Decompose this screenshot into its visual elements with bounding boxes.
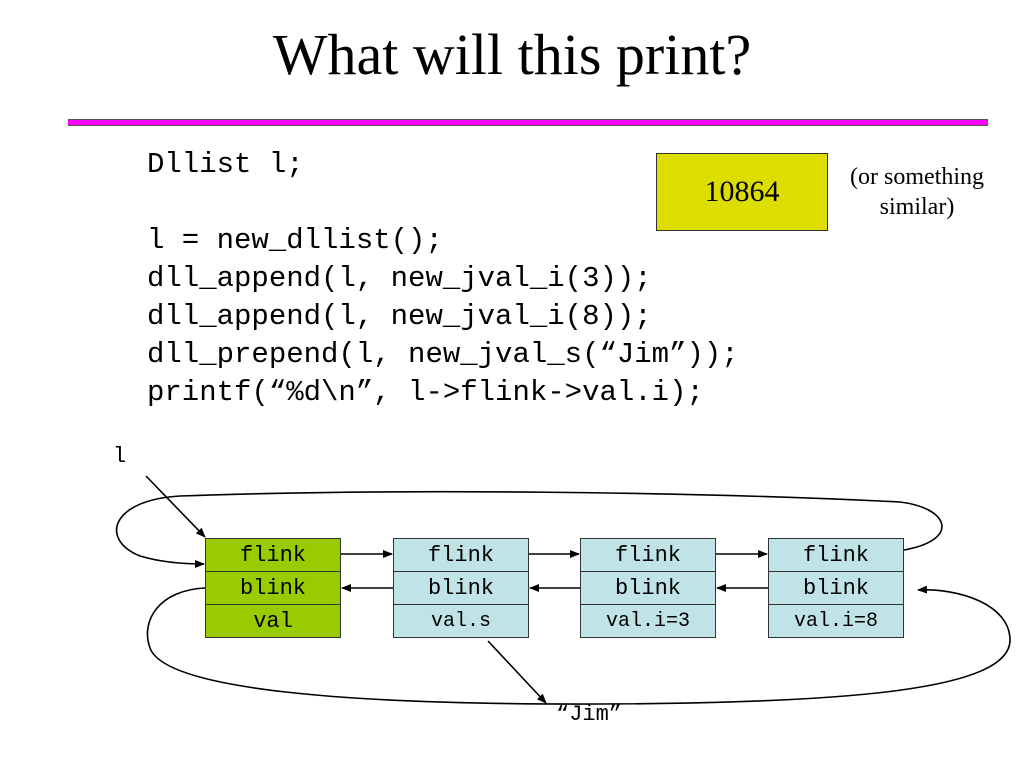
blink-field: blink: [580, 571, 716, 605]
code-line: [147, 184, 739, 222]
string-pointer-arrow: [487, 640, 547, 704]
val-field: val: [205, 604, 341, 638]
string-value-label: “Jim”: [556, 702, 623, 727]
code-line: l = new_dllist();: [147, 224, 443, 257]
val-field: val.i=3: [580, 604, 716, 638]
answer-box: 10864: [656, 153, 828, 231]
blink-field: blink: [205, 571, 341, 605]
slide-title: What will this print?: [272, 22, 752, 87]
answer-note: (or something similar): [832, 162, 1002, 222]
list-pointer-label: l: [113, 444, 127, 469]
code-line: dll_append(l, new_jval_i(8));: [147, 300, 652, 333]
answer-value: 10864: [704, 175, 780, 208]
blink-field: blink: [393, 571, 529, 605]
sentinel-node: flink blink val: [205, 538, 341, 638]
code-line: Dllist l;: [147, 148, 304, 181]
flink-field: flink: [393, 538, 529, 572]
code-line: printf(“%d\n”, l->flink->val.i);: [147, 376, 704, 409]
val-field: val.i=8: [768, 604, 904, 638]
answer-note-line: similar): [879, 194, 955, 220]
blink-field: blink: [768, 571, 904, 605]
flink-field: flink: [580, 538, 716, 572]
list-node: flink blink val.i=8: [768, 538, 904, 638]
list-node: flink blink val.s: [393, 538, 529, 638]
title-divider: [68, 119, 988, 126]
code-block: Dllist l; l = new_dllist(); dll_append(l…: [147, 146, 739, 412]
answer-note-line: (or something: [850, 164, 984, 190]
code-line: dll_append(l, new_jval_i(3));: [147, 262, 652, 295]
flink-field: flink: [205, 538, 341, 572]
val-field: val.s: [393, 604, 529, 638]
flink-field: flink: [768, 538, 904, 572]
list-pointer-arrow: [145, 475, 206, 538]
code-line: dll_prepend(l, new_jval_s(“Jim”));: [147, 338, 739, 371]
list-node: flink blink val.i=3: [580, 538, 716, 638]
